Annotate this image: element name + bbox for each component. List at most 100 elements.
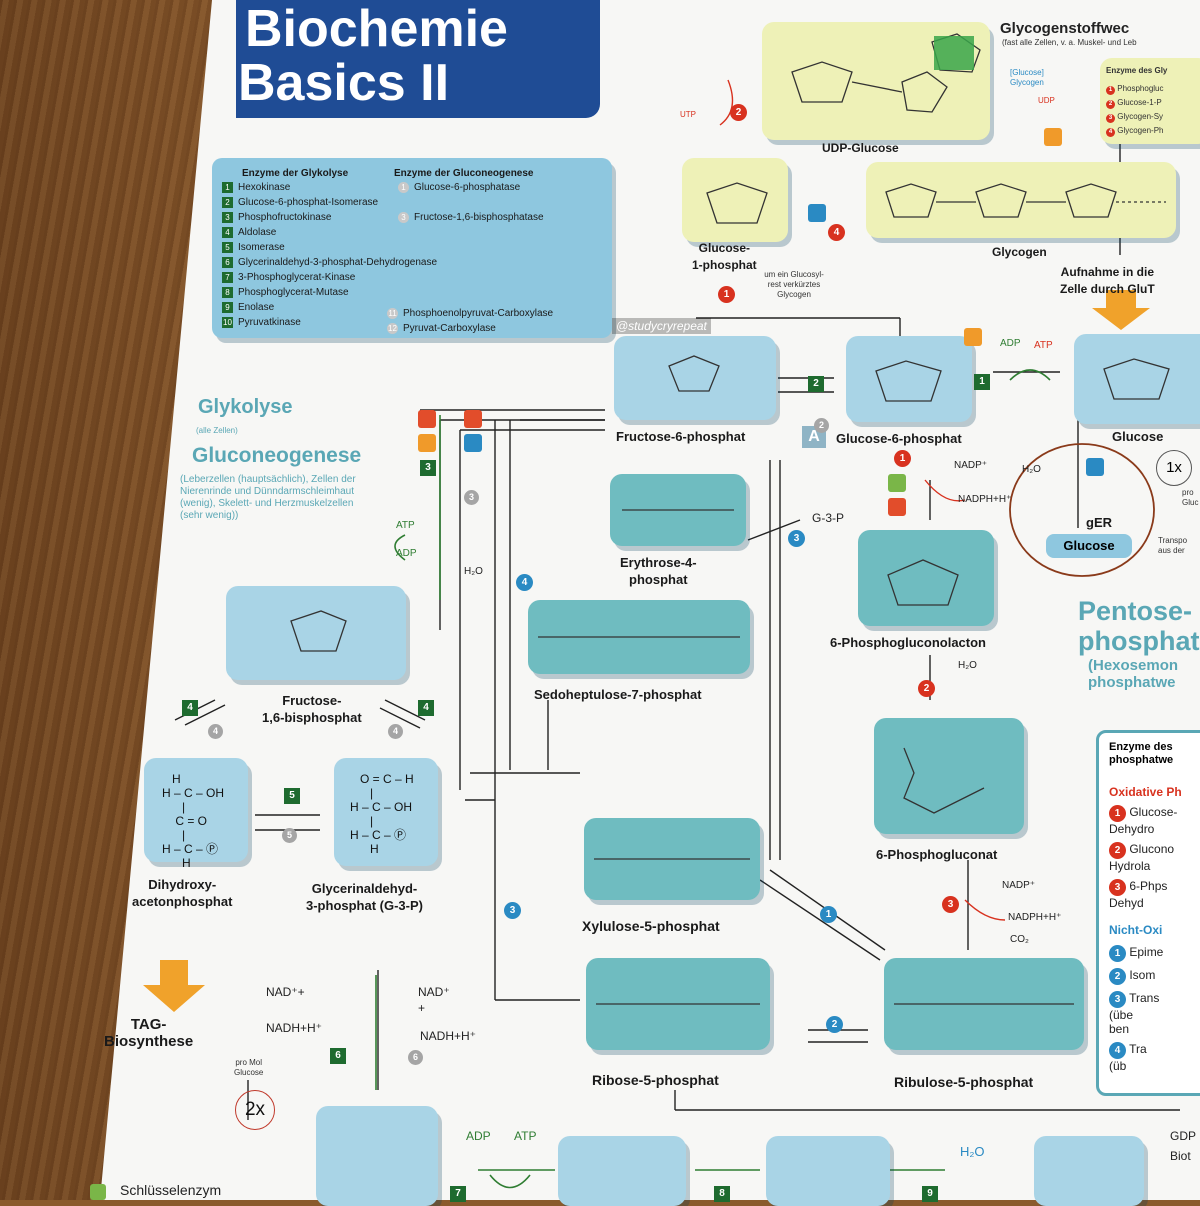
non-oxidative-list: 1 Epime 2 Isom 3 Trans (übe ben 4 Tra (ü…: [1109, 945, 1163, 1073]
glycogen-label: Glycogen: [992, 245, 1047, 259]
step-marker-red: 1: [718, 286, 735, 303]
lactone-ring-icon: [887, 559, 959, 606]
non-oxidative-item: 3 Trans (übe ben: [1109, 991, 1160, 1036]
fructose-bisphosphat-label: Fructose- 1,6-bisphosphat: [262, 693, 362, 725]
glycogen-enzyme-box: Enzyme des Gly 1 Phosphogluc 2 Glucose-1…: [1100, 58, 1200, 144]
step-marker-blue: 3: [504, 902, 521, 919]
pentose-heading-line2: phosphat: [1078, 626, 1200, 656]
utp-label: UTP: [680, 110, 696, 119]
dhap-label: Dihydroxy- acetonphosphat: [132, 877, 233, 909]
step-marker-green: 6: [330, 1048, 346, 1064]
two-x-circle: 2x: [235, 1090, 275, 1130]
erythrose-4-phosphat-structure: [610, 474, 746, 546]
ger-h2o-label: H₂O: [1022, 464, 1041, 475]
step-marker-green: 4: [418, 700, 434, 716]
non-oxidative-item: 4 Tra (üb: [1109, 1042, 1147, 1073]
biotin-label: Biot: [1170, 1149, 1191, 1163]
step-marker-red: 2: [918, 680, 935, 697]
step-marker-green: 2: [808, 376, 824, 392]
ger-label: gER: [1086, 515, 1112, 530]
step-marker-grey: 3: [464, 490, 479, 505]
pentose-subheading: (Hexosemon phosphatwe: [1088, 657, 1178, 691]
title-band: [236, 0, 600, 118]
udp-label: UDP: [1038, 96, 1055, 105]
ribulose-structure: [884, 958, 1084, 1050]
oxidative-item: 3 6-Phps Dehyd: [1109, 879, 1168, 910]
gdp-label: GDP: [1170, 1129, 1197, 1143]
pentose-subheading-line1: (Hexosemon: [1088, 657, 1179, 674]
transport-note: Transpo aus der: [1158, 536, 1188, 555]
nad-label-right: NAD⁺: [418, 985, 450, 999]
step-marker-red: 2: [730, 104, 747, 121]
pentose-subheading-line2: phosphatwe: [1088, 674, 1176, 691]
udp-glucose-ring-icon: [791, 33, 981, 113]
pentose-enzyme-table: Enzyme des phosphatwe Oxidative Ph 1 Glu…: [1096, 730, 1200, 1096]
h2o-label-left: H₂O: [464, 566, 483, 577]
h2o-label-bottom: H₂O: [960, 1144, 985, 1159]
atp-label-bottom: ATP: [514, 1129, 537, 1143]
plus-p-label-right: +: [418, 1001, 426, 1015]
phosphogluconolacton-label: 6-Phosphogluconolacton: [830, 635, 986, 650]
pro-glucose-note-right: pro Gluc: [1182, 488, 1199, 507]
g3p-structure: O = C – H | H – C – OH | H – C – Ⓟ H: [334, 758, 438, 866]
oxidative-item: 1 Glucose- Dehydro: [1109, 805, 1178, 836]
glucose-structure: [1074, 334, 1200, 424]
atp-label-left: ATP: [396, 520, 415, 531]
glycogen-enzyme-item: 2 Glucose-1-P: [1106, 96, 1164, 110]
glucose-label: Glucose: [1112, 429, 1164, 444]
glycogen-enzyme-list: 1 Phosphogluc 2 Glucose-1-P 3 Glycogen-S…: [1106, 82, 1164, 138]
glucose-1-phosphat-structure: [682, 158, 788, 242]
carbon-chain-icon: [903, 747, 985, 814]
legend-gluconeogenese-header: Enzyme der Gluconeogenese: [394, 168, 534, 179]
glucose-ring-icon: [706, 182, 768, 224]
carbon-chain-icon: [538, 636, 740, 638]
enzyme-legend: Enzyme der Glykolyse Enzyme der Gluconeo…: [212, 158, 612, 338]
regulation-icon: [418, 434, 436, 452]
nadp-label-top: NADP⁺: [954, 460, 988, 471]
step-marker-grey: 4: [388, 724, 403, 739]
regulation-icon: [964, 328, 982, 346]
pentose-heading-line1: Pentose-: [1078, 596, 1193, 626]
phosphogluconolacton-structure: [858, 530, 994, 626]
glycogen-enzyme-item: 3 Glycogen-Sy: [1106, 110, 1164, 124]
fructose-6-phosphat-structure: [614, 336, 776, 420]
pentose-table-title-line1: Enzyme des: [1109, 741, 1173, 753]
adp-label-left: ADP: [396, 548, 417, 559]
glucose-6-phosphat-label: Glucose-6-phosphat: [836, 431, 962, 446]
ger-glucose-chip: Glucose: [1046, 534, 1132, 558]
glycogen-subheading: (fast alle Zellen, v. a. Muskel- und Leb: [1002, 38, 1137, 47]
step-marker-blue: 1: [820, 906, 837, 923]
fructose-bisphosphat-structure: [226, 586, 406, 680]
regulation-icon: [1044, 128, 1062, 146]
regulation-icon: [464, 410, 482, 428]
ribose-label: Ribose-5-phosphat: [592, 1072, 719, 1088]
step-marker-red: 4: [828, 224, 845, 241]
glykolyse-heading: Glykolyse: [198, 396, 293, 418]
fructose-6-phosphat-label: Fructose-6-phosphat: [616, 429, 746, 444]
step-marker-red: 3: [942, 896, 959, 913]
carbon-chain-icon: [596, 1003, 760, 1005]
phosphoenolpyruvat-structure: [1034, 1136, 1144, 1206]
nadph-label-top: NADPH+H⁺: [958, 494, 1012, 505]
h2o-label-middle: H₂O: [958, 660, 977, 671]
step-marker-grey: 5: [282, 828, 297, 843]
dhap-formula-text: H H – C – OH | C = O | H – C – Ⓟ H: [162, 772, 225, 870]
udp-glucose-structure: [762, 22, 990, 140]
glucose-glycogen-note: [Glucose] Glycogen: [1010, 68, 1044, 87]
pentose-table-title: Enzyme des phosphatwe: [1109, 741, 1173, 767]
step-marker-green: 4: [182, 700, 198, 716]
phosphogluconat-structure: [874, 718, 1024, 834]
aufnahme-gluT-label: Aufnahme in die Zelle durch GluT: [1060, 265, 1155, 296]
regulation-icon: [888, 474, 906, 492]
